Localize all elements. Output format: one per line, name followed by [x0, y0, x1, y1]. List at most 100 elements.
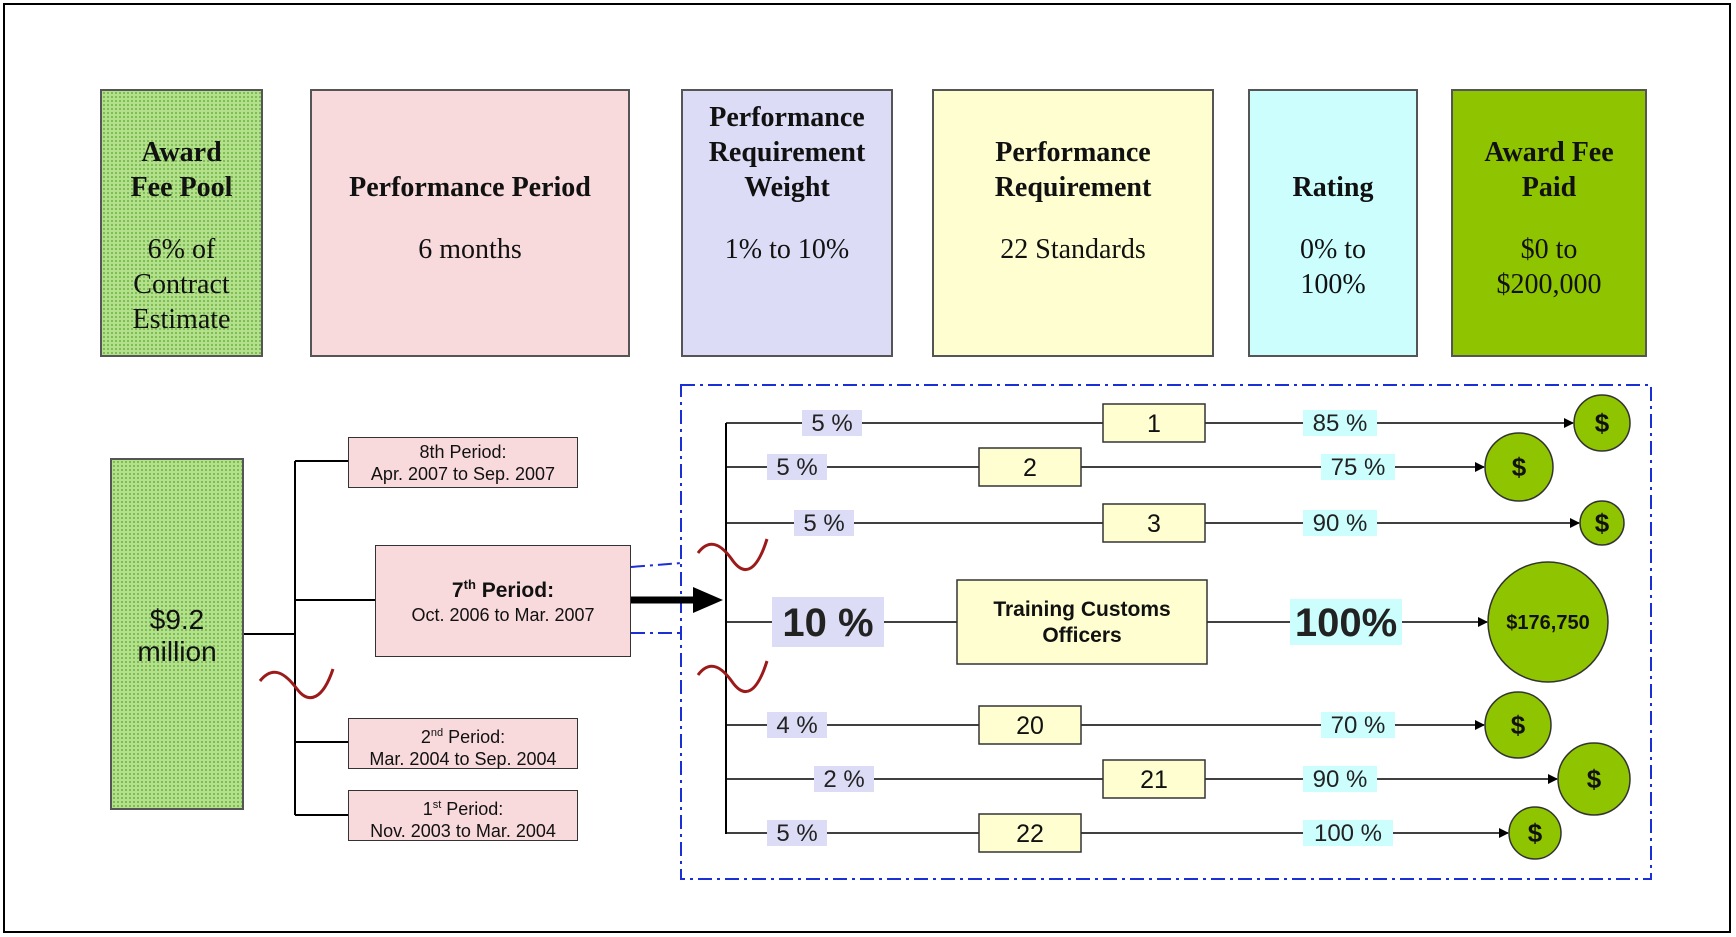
row-7-weight: 5 % [776, 820, 817, 847]
header-rating-sub-2: 100% [1300, 269, 1366, 300]
row-4-standard-line2: Officers [1042, 624, 1121, 647]
period-2nd-dates: Mar. 2004 to Sep. 2004 [369, 749, 557, 769]
row-5-standard: 20 [1016, 712, 1044, 740]
row-7-weight-bg [767, 820, 827, 846]
header-weight-title-2: Requirement [708, 137, 866, 168]
header-rating-sub-1: 0% to [1299, 234, 1367, 265]
row-2-standard: 2 [1023, 454, 1037, 482]
row-6-weight-bg [814, 766, 874, 792]
row-6-weight: 2 % [823, 766, 864, 793]
row-7-standard-box [978, 813, 1082, 853]
row-1-paid: $ [1595, 408, 1610, 438]
squiggle-lower [696, 660, 769, 694]
header-paid-sub-1: $0 to [1520, 234, 1578, 265]
row-1-rating: 85 % [1313, 410, 1368, 437]
row-3-rating-bg [1303, 510, 1377, 536]
header-period-sub: 6 months [418, 234, 522, 265]
header-rating: Rating 0% to 100% [1248, 89, 1418, 357]
period-7th-number: 7 [451, 579, 464, 602]
header-performance-period: Performance Period 6 months [310, 89, 630, 357]
period-7th-dates: Oct. 2006 to Mar. 2007 [411, 605, 595, 625]
squiggle-left [258, 668, 335, 700]
row-5-weight-bg [767, 712, 827, 738]
row-6-standard-box [1102, 759, 1206, 799]
header-pool-title-1: Award [141, 137, 222, 168]
period-1st-dates: Nov. 2003 to Mar. 2004 [370, 821, 556, 841]
row-3-standard: 3 [1147, 510, 1161, 538]
row-4-rating-bg [1290, 599, 1402, 645]
header-requirement-title-1: Performance [995, 137, 1151, 168]
header-performance-requirement: Performance Requirement 22 Standards [932, 89, 1214, 357]
row-4-paid-circle [1487, 561, 1609, 683]
row-6-paid: $ [1587, 764, 1602, 794]
header-weight-title-1: Performance [709, 102, 865, 133]
row-7-paid-circle [1508, 806, 1562, 860]
row-4-paid: $176,750 [1506, 612, 1589, 634]
row-7-rating-bg [1303, 820, 1393, 846]
row-4-weight: 10 % [782, 601, 873, 645]
row-1-weight-bg [802, 410, 862, 436]
main-arrow-head [693, 587, 723, 613]
header-requirement-title-2: Requirement [994, 172, 1152, 203]
row-6-rating: 90 % [1313, 766, 1368, 793]
header-pool-sub-3: Estimate [132, 304, 231, 335]
row-6-standard: 21 [1140, 766, 1168, 794]
row-4-standard-line1: Training Customs [993, 598, 1170, 621]
header-requirement-sub: 22 Standards [1000, 234, 1146, 265]
pool-amount-unit: million [137, 636, 217, 667]
row-1-standard-box [1102, 403, 1206, 443]
header-award-fee-paid: Award Fee Paid $0 to $200,000 [1451, 89, 1647, 357]
row-2-weight: 5 % [776, 454, 817, 481]
row-2-standard-box [978, 447, 1082, 487]
row-5-standard-box [978, 705, 1082, 745]
period-1st-label-rest: Period: [441, 799, 504, 819]
header-award-fee-pool: Award Fee Pool 6% of Contract Estimate [100, 89, 263, 357]
row-7-standard: 22 [1016, 820, 1044, 848]
period-box-1st: 1st Period: Nov. 2003 to Mar. 2004 [348, 790, 578, 841]
row-6-rating-bg [1303, 766, 1377, 792]
period-1st-label: 1st Period: [349, 794, 577, 820]
pool-amount-value: $9.2 [149, 604, 205, 635]
row-3-paid: $ [1595, 508, 1610, 538]
period-1st-suffix: st [432, 799, 442, 811]
period-2nd-label-rest: Period: [443, 727, 506, 747]
header-paid-title-1: Award Fee [1484, 137, 1614, 168]
period-2nd-number: 2 [420, 727, 431, 747]
diagram-frame: Award Fee Pool 6% of Contract Estimate P… [3, 3, 1731, 933]
squiggle-upper [696, 538, 769, 572]
period-7th-label-rest: Period: [475, 579, 555, 602]
row-5-weight: 4 % [776, 712, 817, 739]
period-1st-number: 1 [422, 799, 433, 819]
header-pool-sub-2: Contract [133, 269, 230, 300]
period-box-2nd: 2nd Period: Mar. 2004 to Sep. 2004 [348, 718, 578, 769]
row-4-weight-bg [772, 597, 884, 647]
period-7th-suffix: th [463, 577, 476, 592]
row-3-standard-box [1102, 503, 1206, 543]
row-4-standard-box [956, 579, 1208, 665]
period-box-7th: 7th Period: Oct. 2006 to Mar. 2007 [375, 545, 631, 657]
row-2-rating-bg [1321, 454, 1395, 480]
period-7th-label: 7th Period: [376, 572, 630, 604]
row-7-rating: 100 % [1314, 820, 1382, 847]
row-7-paid: $ [1528, 818, 1543, 848]
period-2nd-label: 2nd Period: [349, 722, 577, 748]
header-paid-sub-2: $200,000 [1496, 269, 1602, 300]
row-5-rating: 70 % [1331, 712, 1386, 739]
row-3-paid-circle [1579, 500, 1625, 546]
header-requirement-weight: Performance Requirement Weight 1% to 10% [681, 89, 893, 357]
row-2-weight-bg [767, 454, 827, 480]
header-weight-sub: 1% to 10% [724, 234, 850, 265]
row-1-weight: 5 % [811, 410, 852, 437]
dashed-link-top [630, 562, 682, 568]
header-paid-title-2: Paid [1521, 172, 1577, 203]
row-6-paid-circle [1557, 742, 1631, 816]
row-3-weight-bg [794, 510, 854, 536]
row-2-paid-circle [1484, 432, 1554, 502]
header-weight-title-3: Weight [744, 172, 830, 203]
period-box-8th: 8th Period: Apr. 2007 to Sep. 2007 [348, 437, 578, 488]
row-1-standard: 1 [1147, 410, 1161, 438]
period-8th-label: 8th Period: [419, 442, 507, 462]
row-1-paid-circle [1573, 394, 1631, 452]
